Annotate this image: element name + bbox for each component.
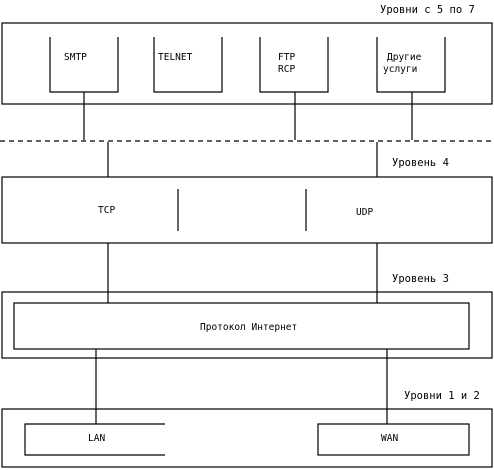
level-5-7-label: Уровни с 5 по 7 — [380, 4, 475, 16]
tcp-label: TCP — [98, 205, 115, 216]
link-layer-box — [1, 408, 493, 468]
lan-box — [24, 423, 165, 456]
internet-protocol-box — [13, 302, 470, 350]
level-4-label: Уровень 4 — [392, 157, 449, 169]
smtp-label: SMTP — [64, 52, 87, 63]
application-layer-box — [1, 22, 493, 105]
ftp-label: FTP — [278, 52, 295, 63]
wan-box — [317, 423, 470, 456]
smtp-box — [49, 37, 119, 93]
wan-label: WAN — [381, 433, 398, 444]
ftp-rcp-box — [259, 37, 329, 93]
rcp-label: RCP — [278, 64, 295, 75]
level-3-label: Уровень 3 — [392, 273, 449, 285]
lan-label: LAN — [88, 433, 105, 444]
network-layer-box — [1, 291, 493, 359]
udp-label: UDP — [356, 207, 373, 218]
other-label-line1: Другие — [387, 52, 422, 63]
telnet-label: TELNET — [158, 52, 193, 63]
other-label-line2: услуги — [383, 64, 417, 75]
transport-layer-box — [1, 176, 493, 244]
level-1-2-label: Уровни 1 и 2 — [404, 390, 480, 402]
internet-protocol-label: Протокол Интернет — [200, 322, 297, 333]
telnet-box — [153, 37, 223, 93]
other-services-box — [376, 37, 446, 93]
